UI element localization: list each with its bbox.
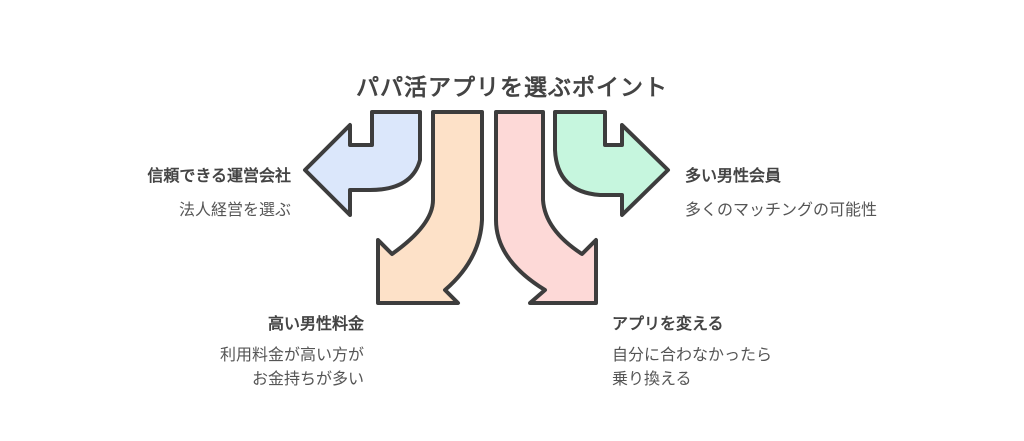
- arrow-right-up-icon: [553, 110, 670, 217]
- arrow-down-left-icon: [376, 110, 484, 305]
- arrow-left-up-icon: [303, 110, 422, 217]
- branch-label-high-fee: 高い男性料金: [267, 314, 364, 333]
- branch-label-trusted-operator: 信頼できる運営会社: [147, 166, 291, 185]
- branch-label-switch-app: アプリを変える: [612, 314, 724, 333]
- branch-desc-trusted-operator: 法人経営を選ぶ: [178, 200, 291, 219]
- branch-desc-high-fee-1: 利用料金が高い方が: [219, 345, 364, 364]
- branch-desc-many-members: 多くのマッチングの可能性: [685, 200, 878, 219]
- diagram-title: パパ活アプリを選ぶポイント: [356, 75, 668, 101]
- branch-desc-high-fee-2: お金持ちが多い: [251, 369, 364, 388]
- branch-desc-switch-app-2: 乗り換える: [612, 369, 692, 388]
- branch-desc-switch-app-1: 自分に合わなかったら: [612, 345, 773, 364]
- branch-label-many-members: 多い男性会員: [685, 166, 782, 185]
- arrow-down-right-icon: [494, 110, 598, 305]
